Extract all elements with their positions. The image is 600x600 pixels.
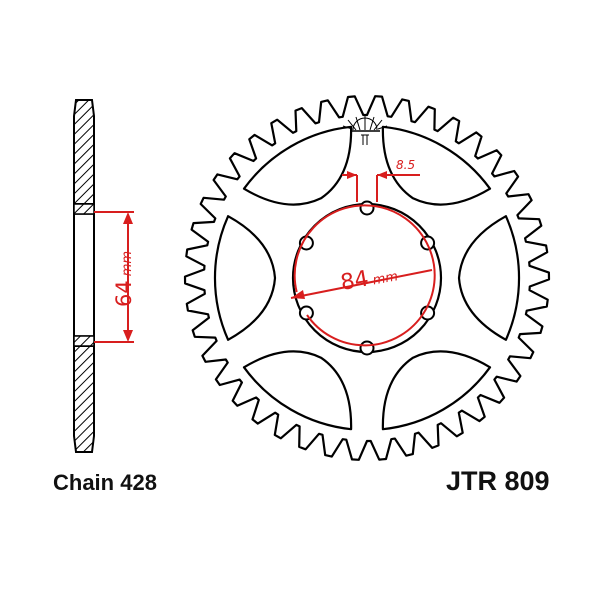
sun-logo-icon xyxy=(342,115,388,145)
lightening-hole xyxy=(242,125,353,206)
side-view-upper-tooth xyxy=(73,99,95,205)
part-number-label: JTR 809 xyxy=(446,466,550,496)
lightening-hole xyxy=(457,215,521,341)
bolt-hole xyxy=(298,305,314,321)
lightening-hole xyxy=(213,215,277,341)
chain-size-label: Chain 428 xyxy=(53,470,157,495)
bolt-hole xyxy=(359,200,375,216)
side-view-hub xyxy=(73,203,95,347)
side-view-lower-tooth xyxy=(73,345,95,453)
center-bore-value: 84mm xyxy=(339,261,400,296)
bolt-spacing-dimension xyxy=(94,211,134,343)
bolt-hole xyxy=(359,340,375,356)
sprocket-front-view xyxy=(183,95,551,461)
bolt-circle-dimension xyxy=(290,171,436,347)
lightening-hole xyxy=(381,125,492,206)
bolt-hole-value: 8.5 xyxy=(396,158,415,172)
lightening-holes xyxy=(213,125,521,431)
bolt-spacing-value: 64mm xyxy=(112,251,136,307)
lightening-hole xyxy=(242,350,353,431)
side-view xyxy=(73,99,95,453)
lightening-hole xyxy=(381,350,492,431)
